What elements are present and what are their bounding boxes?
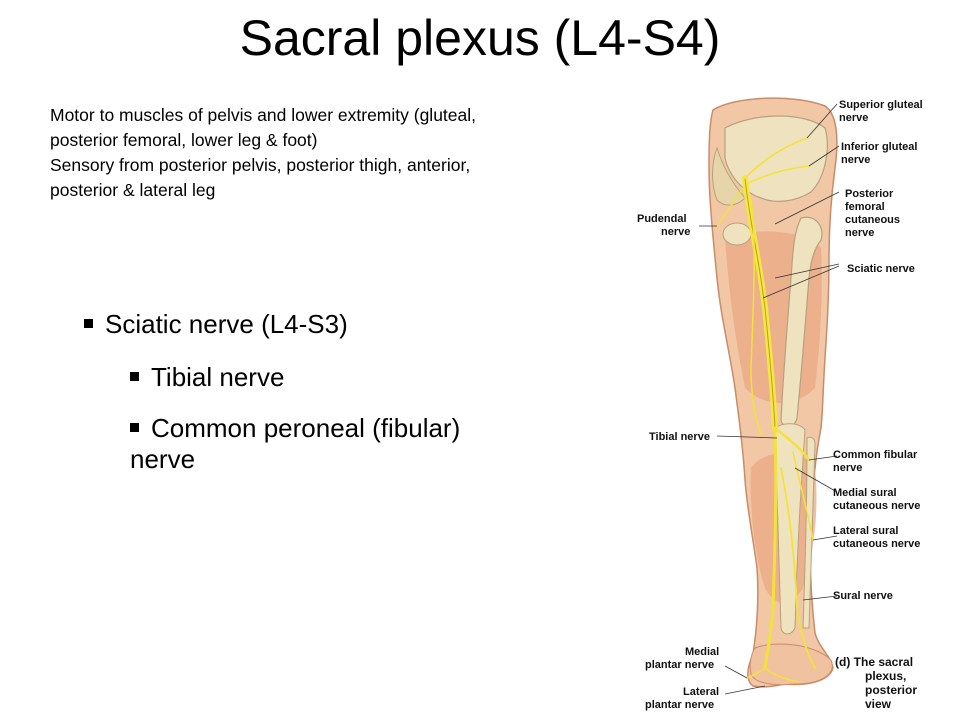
intro-line: Motor to muscles of pelvis and lower ext… [50, 105, 476, 125]
posterior-femoral-cutaneous [750, 197, 762, 435]
tibial-nerve [763, 426, 778, 670]
femur-bone [780, 216, 823, 428]
intro-line: Sensory from posterior pelvis, posterior… [50, 155, 471, 175]
medial-plantar-nerve [746, 667, 766, 679]
bullet-text-continued: nerve [130, 444, 196, 474]
sub-bullet-item: Tibial nerve [130, 362, 554, 393]
bullet-text: Tibial nerve [151, 362, 285, 392]
square-bullet-icon [130, 371, 139, 381]
common-fibular-nerve [773, 426, 811, 462]
bullet-list: Sciatic nerve (L4-S3) Tibial nerve Commo… [84, 306, 554, 475]
bullet-item: Sciatic nerve (L4-S3) [84, 306, 554, 342]
pudendal-branch [716, 187, 744, 227]
label-sciatic: Sciatic nerve [847, 263, 915, 275]
square-bullet-icon [84, 318, 93, 328]
sural-nerve [780, 467, 816, 669]
label-tibial: Tibial nerve [649, 431, 710, 443]
sub-bullet-item: Common peroneal (fibular) nerve [130, 413, 554, 475]
bullet-text: Common peroneal (fibular) [151, 413, 461, 443]
bullet-text: Sciatic nerve (L4-S3) [105, 309, 348, 339]
superior-gluteal-branch [744, 137, 808, 179]
sciatic-nerve-outline [744, 177, 776, 429]
nerve-paths [716, 137, 816, 683]
fibula-bone [802, 436, 816, 629]
label-sural: Sural nerve [833, 590, 893, 602]
foot [749, 643, 833, 686]
square-bullet-icon [130, 422, 139, 432]
slide-title: Sacral plexus (L4-S4) [239, 10, 721, 66]
lateral-sural-nerve [792, 451, 814, 541]
inferior-gluteal-branch [746, 165, 810, 185]
intro-line: posterior femoral, lower leg & foot) [50, 130, 318, 150]
leader-lines [699, 103, 840, 695]
lateral-plantar-nerve [764, 667, 800, 683]
intro-text: Motor to muscles of pelvis and lower ext… [50, 103, 650, 203]
intro-line: posterior & lateral leg [50, 180, 216, 200]
femoral-head [722, 222, 752, 246]
